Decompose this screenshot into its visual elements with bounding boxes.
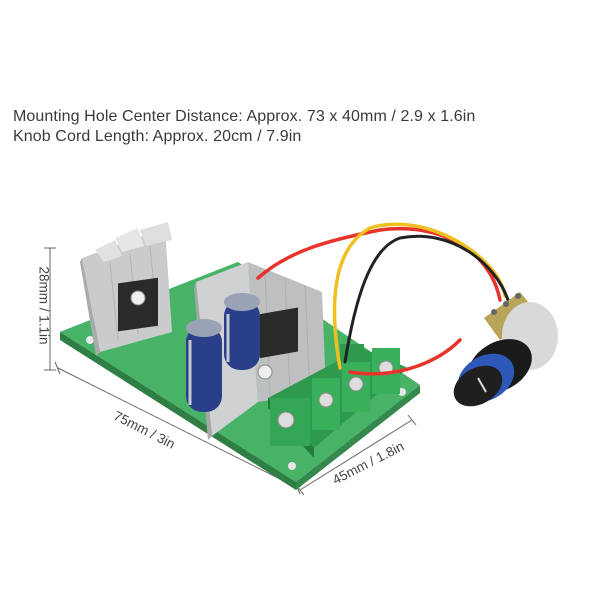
cable-wires <box>256 222 510 376</box>
spec-knob-cord: Knob Cord Length: Approx. 20cm / 7.9in <box>13 128 302 145</box>
dimension-lines <box>44 247 417 496</box>
dimension-height-label: 28mm / 1.1in <box>36 266 52 345</box>
heatsink-left <box>80 222 172 356</box>
spec-mounting-hole: Mounting Hole Center Distance: Approx. 7… <box>13 108 476 125</box>
capacitors <box>186 293 260 412</box>
potentiometer-knob <box>453 292 558 407</box>
